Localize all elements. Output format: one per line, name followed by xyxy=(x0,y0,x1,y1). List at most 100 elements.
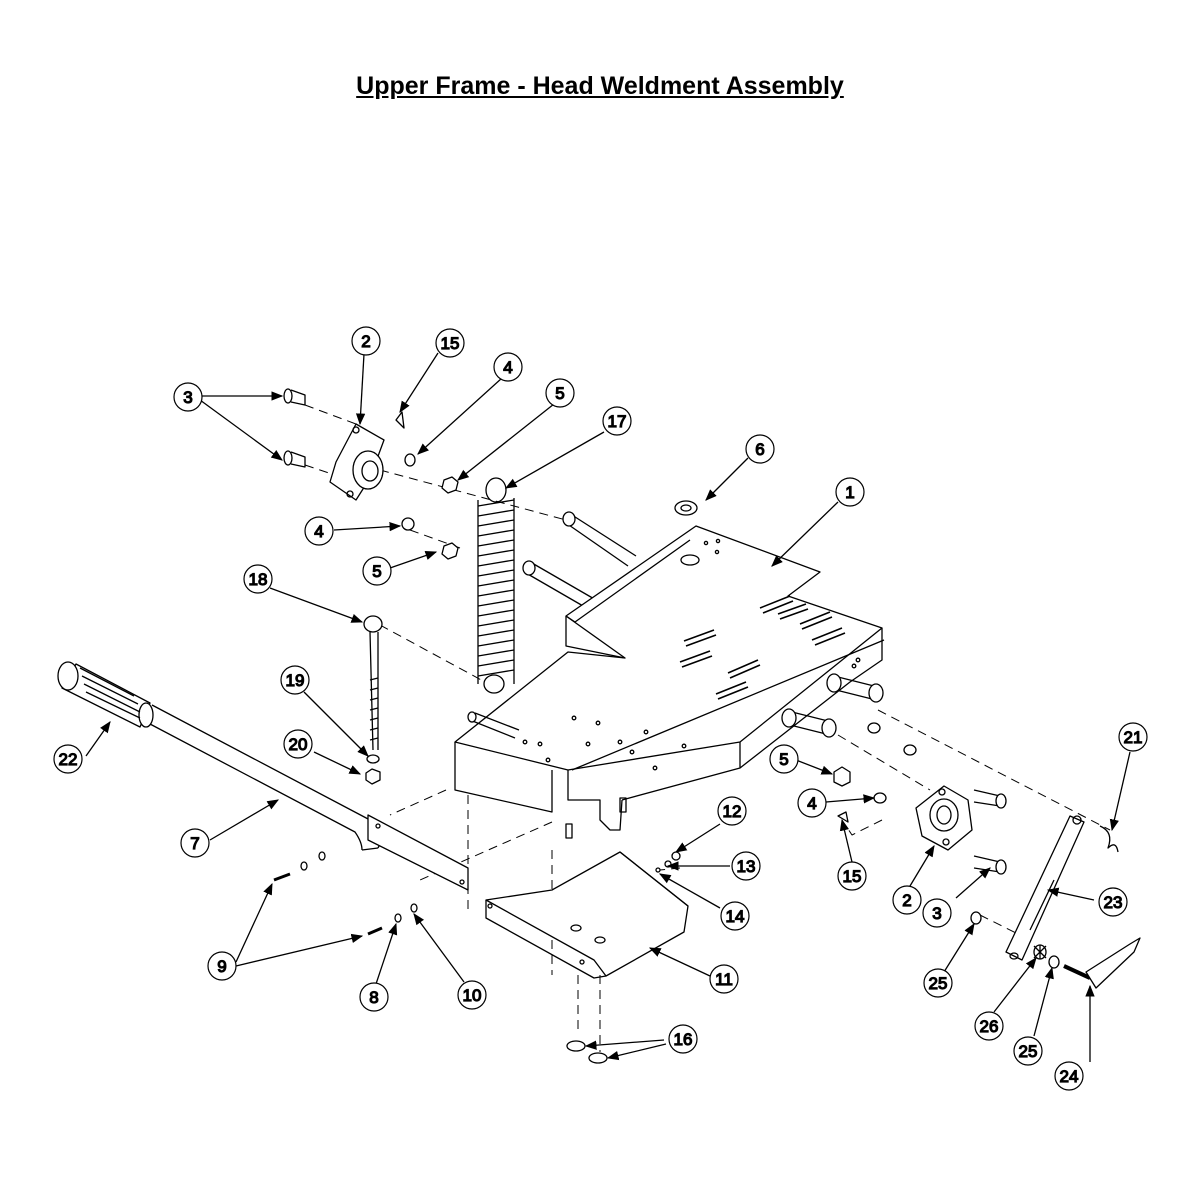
svg-text:5: 5 xyxy=(372,562,381,581)
svg-text:5: 5 xyxy=(779,750,788,769)
adjustment-link xyxy=(1005,815,1085,961)
svg-text:4: 4 xyxy=(314,522,323,541)
page-title: Upper Frame - Head Weldment Assembly xyxy=(356,72,844,100)
flange-bearing-right xyxy=(915,785,973,851)
washer-lower xyxy=(401,517,415,531)
washer-right xyxy=(873,792,887,804)
svg-text:21: 21 xyxy=(1124,728,1143,747)
svg-text:26: 26 xyxy=(980,1017,999,1036)
nut-lower xyxy=(441,542,459,560)
grease-fitting-right xyxy=(837,811,849,823)
callout-8: 8 xyxy=(359,982,389,1012)
svg-text:2: 2 xyxy=(902,891,911,910)
callout-5-lower: 5 xyxy=(362,556,392,586)
callout-19: 19 xyxy=(280,665,310,695)
deflector-shield xyxy=(485,851,689,979)
svg-text:9: 9 xyxy=(217,957,226,976)
callout-2-right: 2 xyxy=(892,885,922,915)
svg-text:5: 5 xyxy=(555,384,564,403)
svg-text:11: 11 xyxy=(715,970,733,989)
flange-bearing-upper xyxy=(329,423,385,501)
svg-text:19: 19 xyxy=(286,671,305,690)
callout-7: 7 xyxy=(180,828,210,858)
svg-text:4: 4 xyxy=(807,794,816,813)
callout-4: 4 xyxy=(493,352,523,382)
svg-text:22: 22 xyxy=(59,750,78,769)
washer-upper xyxy=(404,453,416,467)
svg-text:25: 25 xyxy=(1019,1042,1038,1061)
washer-link-left xyxy=(970,911,982,925)
svg-text:6: 6 xyxy=(755,440,764,459)
svg-text:14: 14 xyxy=(726,907,745,926)
grommet xyxy=(674,500,698,516)
handle-grip xyxy=(57,661,154,728)
callout-9: 9 xyxy=(207,951,237,981)
eye-bolt xyxy=(363,615,383,751)
head-weldment-frame xyxy=(454,511,885,839)
callout-12: 12 xyxy=(717,796,747,826)
svg-text:3: 3 xyxy=(183,388,192,407)
callout-26: 26 xyxy=(974,1011,1004,1041)
callout-21: 21 xyxy=(1118,722,1148,752)
callout-24: 24 xyxy=(1054,1061,1084,1091)
plug-left xyxy=(566,1040,586,1052)
nut-upper xyxy=(441,476,459,494)
washer-link-right xyxy=(1048,955,1060,969)
svg-text:1: 1 xyxy=(845,483,854,502)
callout-10: 10 xyxy=(457,980,487,1010)
svg-text:13: 13 xyxy=(737,857,756,876)
callout-5-right: 5 xyxy=(769,744,799,774)
shield-hardware xyxy=(655,851,681,873)
svg-text:3: 3 xyxy=(932,904,941,923)
callout-18: 18 xyxy=(243,564,273,594)
callout-25: 25 xyxy=(1013,1036,1043,1066)
washer-eyebolt xyxy=(366,754,380,764)
callout-15-right: 15 xyxy=(837,861,867,891)
callout-3-right: 3 xyxy=(922,898,952,928)
svg-text:17: 17 xyxy=(608,412,627,431)
callout-20: 20 xyxy=(283,729,313,759)
svg-text:7: 7 xyxy=(190,834,199,853)
svg-text:15: 15 xyxy=(843,867,862,886)
callout-3: 3 xyxy=(173,382,203,412)
grease-fitting-upper xyxy=(395,411,405,429)
nut-right xyxy=(833,766,851,787)
handle-bolts xyxy=(273,851,418,936)
clamping-lever xyxy=(1063,937,1141,989)
carriage-bolt-upper xyxy=(283,388,306,468)
svg-text:24: 24 xyxy=(1060,1067,1079,1086)
callout-11: 11 xyxy=(709,964,739,994)
plug-right xyxy=(588,1052,608,1064)
handle-bar xyxy=(149,704,469,891)
callout-1: 1 xyxy=(835,477,865,507)
callout-2: 2 xyxy=(351,326,381,356)
svg-text:25: 25 xyxy=(929,974,948,993)
svg-text:2: 2 xyxy=(361,332,370,351)
nut-eyebolt xyxy=(365,768,381,785)
star-washer xyxy=(1033,944,1047,960)
callout-22: 22 xyxy=(53,744,83,774)
callout-14: 14 xyxy=(720,901,750,931)
svg-text:8: 8 xyxy=(369,988,378,1007)
nut-right-upper xyxy=(867,722,881,734)
svg-text:16: 16 xyxy=(674,1030,693,1049)
hair-pin-clip xyxy=(1099,825,1119,853)
svg-text:12: 12 xyxy=(723,802,742,821)
svg-text:4: 4 xyxy=(503,358,512,377)
svg-text:18: 18 xyxy=(249,570,268,589)
callout-25-left: 25 xyxy=(923,968,953,998)
extension-spring xyxy=(477,477,515,694)
svg-text:10: 10 xyxy=(463,986,482,1005)
callout-16: 16 xyxy=(668,1024,698,1054)
callout-15: 15 xyxy=(435,328,465,358)
callout-23: 23 xyxy=(1098,887,1128,917)
callout-6: 6 xyxy=(745,434,775,464)
svg-text:20: 20 xyxy=(289,735,308,754)
callout-13: 13 xyxy=(731,851,761,881)
callout-4-right: 4 xyxy=(797,788,827,818)
callout-5: 5 xyxy=(545,378,575,408)
carriage-bolt-right xyxy=(973,789,1007,875)
washer-right-upper xyxy=(903,744,917,756)
svg-text:15: 15 xyxy=(441,334,460,353)
